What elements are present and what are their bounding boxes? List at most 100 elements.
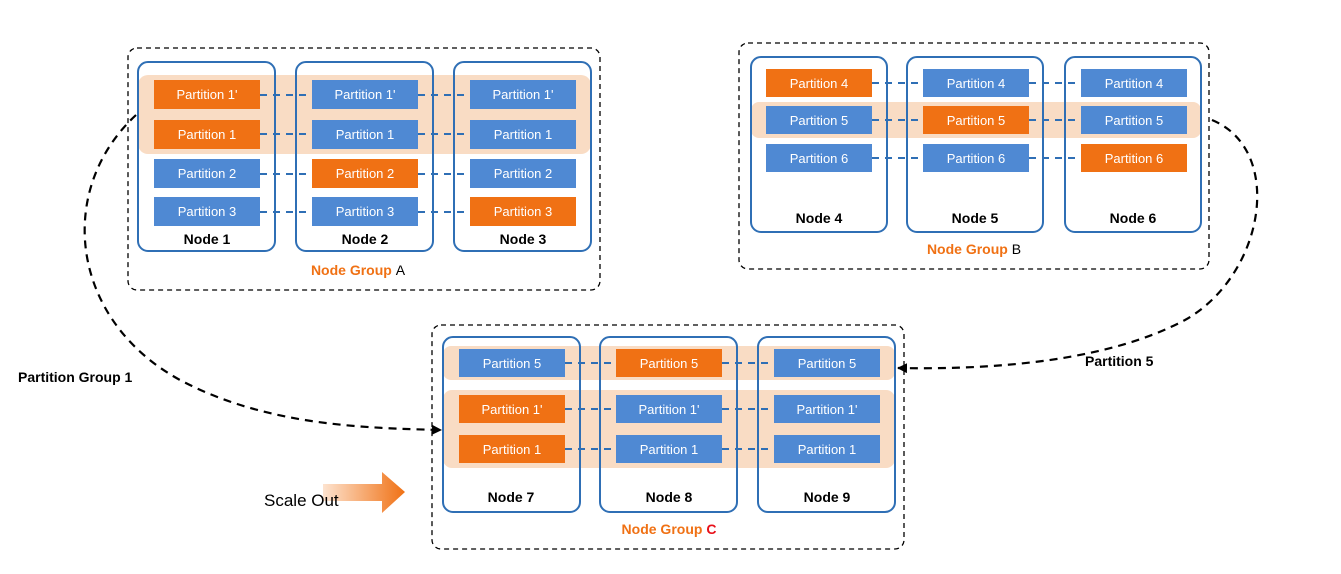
partition-label: Partition 1 bbox=[640, 442, 699, 457]
partition-group-1-migration-arrow bbox=[83, 114, 442, 435]
partition-box bbox=[774, 349, 880, 377]
replication-links-b bbox=[872, 82, 1081, 159]
partition-5-migration-label: Partition 5 bbox=[1085, 353, 1154, 369]
partition-label: Partition 1' bbox=[796, 402, 857, 417]
node-2-box bbox=[295, 61, 434, 252]
partition-box bbox=[923, 106, 1029, 134]
partition-label: Partition 1 bbox=[494, 127, 553, 142]
node-group-b: Partition 4 Partition 5 Partition 6 Part… bbox=[738, 42, 1210, 270]
node-group-b-frame bbox=[738, 42, 1210, 270]
node-3-label: Node 3 bbox=[500, 231, 547, 247]
scale-out-label: Scale Out bbox=[264, 491, 339, 510]
partition-box bbox=[616, 395, 722, 423]
node-6-box bbox=[1064, 56, 1202, 233]
node-1-label: Node 1 bbox=[184, 231, 231, 247]
partition-label: Partition 3 bbox=[336, 204, 395, 219]
partition-label: Partition 1 bbox=[178, 127, 237, 142]
partition-box bbox=[1081, 69, 1187, 97]
node-group-a-frame bbox=[127, 47, 601, 291]
node-2-label: Node 2 bbox=[342, 231, 389, 247]
node-7-box bbox=[442, 336, 581, 513]
partition-box bbox=[774, 435, 880, 463]
partition-label: Partition 5 bbox=[790, 113, 849, 128]
partition-box bbox=[154, 120, 260, 149]
partition-box bbox=[616, 435, 722, 463]
node-8-label: Node 8 bbox=[646, 489, 693, 505]
partition-label: Partition 2 bbox=[336, 166, 395, 181]
partition-label: Partition 5 bbox=[640, 356, 699, 371]
partition-box bbox=[470, 120, 576, 149]
group-title: Node Group bbox=[927, 241, 1008, 257]
partition-label: Partition 1 bbox=[483, 442, 542, 457]
node-group-c-label: Node Group C bbox=[622, 521, 717, 537]
group-letter: A bbox=[396, 262, 406, 278]
partition-box bbox=[774, 395, 880, 423]
partition-box bbox=[312, 159, 418, 188]
partition-box bbox=[766, 69, 872, 97]
partition-box bbox=[923, 69, 1029, 97]
partition-label: Partition 4 bbox=[790, 76, 849, 91]
node-5-label: Node 5 bbox=[952, 210, 999, 226]
partition-label: Partition 6 bbox=[790, 151, 849, 166]
partition-box bbox=[154, 80, 260, 109]
partition-box bbox=[470, 80, 576, 109]
partition-label: Partition 5 bbox=[1105, 113, 1164, 128]
partition-box bbox=[470, 159, 576, 188]
group-letter: B bbox=[1012, 241, 1021, 257]
partition-label: Partition 1 bbox=[798, 442, 857, 457]
partition-box bbox=[616, 349, 722, 377]
node-4-box bbox=[750, 56, 888, 233]
partition-box bbox=[766, 106, 872, 134]
partition-box bbox=[154, 159, 260, 188]
partition-label: Partition 5 bbox=[947, 113, 1006, 128]
partition-box bbox=[470, 197, 576, 226]
group-title: Node Group bbox=[622, 521, 703, 537]
partition-label: Partition 1' bbox=[481, 402, 542, 417]
partition-box bbox=[1081, 144, 1187, 172]
partition-box bbox=[459, 349, 565, 377]
node-9-box bbox=[757, 336, 896, 513]
partition-box bbox=[459, 435, 565, 463]
node-7-label: Node 7 bbox=[488, 489, 535, 505]
replication-links-c bbox=[565, 362, 774, 450]
partition-label: Partition 3 bbox=[494, 204, 553, 219]
partition-label: Partition 4 bbox=[1105, 76, 1164, 91]
partition-label: Partition 1' bbox=[176, 87, 237, 102]
partition-group-1-label: Partition Group 1 bbox=[18, 369, 133, 385]
node-5-box bbox=[906, 56, 1044, 233]
partition-label: Partition 4 bbox=[947, 76, 1006, 91]
partition-box bbox=[923, 144, 1029, 172]
node-1-box bbox=[137, 61, 276, 252]
replication-links-a bbox=[260, 94, 470, 213]
node-9-label: Node 9 bbox=[804, 489, 851, 505]
scale-out-arrow-icon bbox=[323, 472, 405, 513]
partition-label: Partition 1' bbox=[334, 87, 395, 102]
group-title: Node Group bbox=[311, 262, 392, 278]
node-6-label: Node 6 bbox=[1110, 210, 1157, 226]
partition-label: Partition 2 bbox=[494, 166, 553, 181]
partition-label: Partition 1 bbox=[336, 127, 395, 142]
partition-box bbox=[459, 395, 565, 423]
partition-box bbox=[154, 197, 260, 226]
node-group-a-label: Node Group A bbox=[311, 262, 406, 278]
partition-label: Partition 5 bbox=[483, 356, 542, 371]
node-group-b-label: Node Group B bbox=[927, 241, 1021, 257]
node-group-c: Partition 5 Partition 1' Partition 1 Par… bbox=[431, 324, 905, 550]
partition-label: Partition 1' bbox=[492, 87, 553, 102]
node-group-c-frame bbox=[431, 324, 905, 550]
node-3-box bbox=[453, 61, 592, 252]
partition-label: Partition 2 bbox=[178, 166, 237, 181]
partition-label: Partition 6 bbox=[947, 151, 1006, 166]
partition-box bbox=[312, 80, 418, 109]
node-group-a: Partition 1' Partition 1 Partition 2 Par… bbox=[127, 47, 601, 291]
partition-box bbox=[312, 197, 418, 226]
partition-label: Partition 3 bbox=[178, 204, 237, 219]
node-4-label: Node 4 bbox=[796, 210, 843, 226]
scale-out-indicator: Scale Out bbox=[264, 472, 405, 513]
group-letter: C bbox=[706, 521, 716, 537]
partition-box bbox=[312, 120, 418, 149]
partition-box bbox=[766, 144, 872, 172]
partition-label: Partition 6 bbox=[1105, 151, 1164, 166]
partition-label: Partition 5 bbox=[798, 356, 857, 371]
